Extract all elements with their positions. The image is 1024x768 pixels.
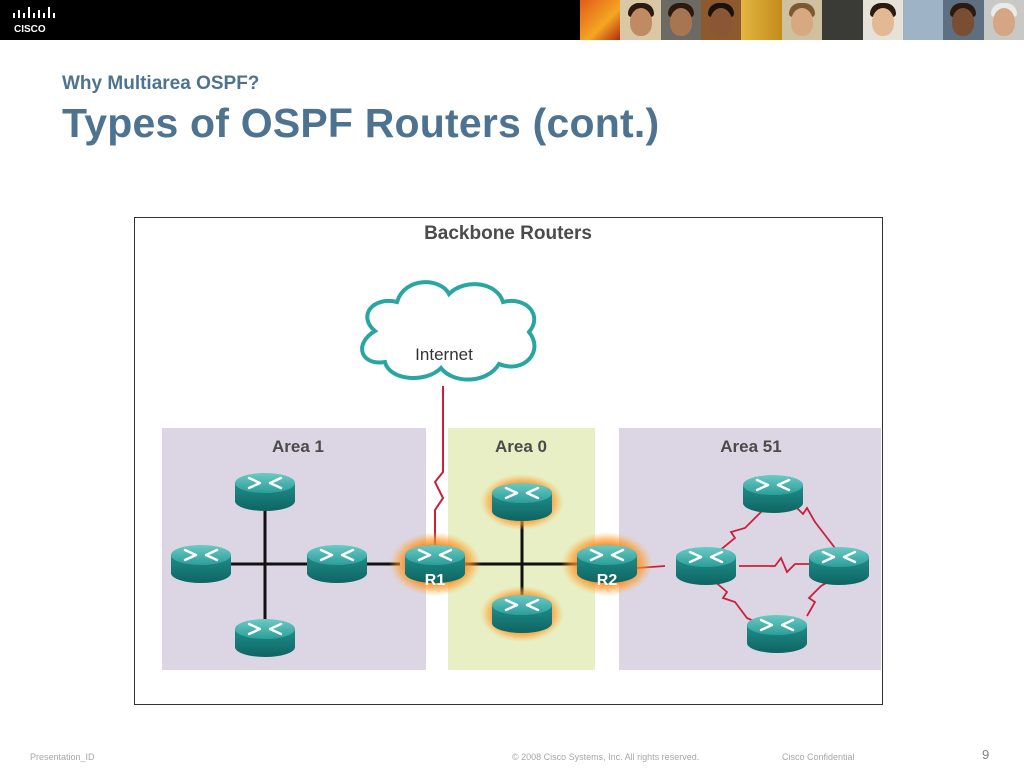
header-photo (580, 0, 621, 40)
area-1-label: Area 1 (272, 437, 324, 456)
area-1-links (203, 486, 400, 642)
area-51-label: Area 51 (720, 437, 781, 456)
area1-right-router (305, 543, 369, 585)
diagram-canvas: Backbone Routers Area 1 Area 0 Area 51 I… (162, 223, 881, 670)
footer-confidential: Cisco Confidential (782, 752, 855, 762)
slide-subtitle: Why Multiarea OSPF? (62, 73, 260, 94)
header-photo (983, 0, 1024, 40)
area1-top-router (233, 471, 297, 513)
area51-top-router (741, 473, 805, 515)
area51-right-router (807, 545, 871, 587)
area-0-label: Area 0 (495, 437, 547, 456)
footer-presentation-id: Presentation_ID (30, 752, 95, 762)
internet-cloud (360, 280, 537, 382)
area51-bottom-router (745, 613, 809, 655)
ospf-diagram: Backbone Routers Area 1 Area 0 Area 51 I… (134, 217, 883, 705)
r2-label: R2 (597, 572, 618, 589)
logo-text: CISCO (14, 24, 46, 34)
area1-left-router (169, 543, 233, 585)
area1-bottom-router (233, 617, 297, 659)
r1-label: R1 (425, 572, 446, 589)
header-photo (620, 0, 661, 40)
cisco-logo: CISCO (13, 7, 55, 34)
header-photo (943, 0, 984, 40)
header-photo (781, 0, 823, 40)
internet-serial-link (433, 386, 445, 548)
header-photo (741, 0, 782, 40)
header-bar: CISCO (0, 0, 1024, 40)
header-photo (902, 0, 944, 40)
header-photo (701, 0, 742, 40)
header-photo (660, 0, 702, 40)
header-photo (862, 0, 903, 40)
internet-label: Internet (415, 345, 473, 364)
slide-title: Types of OSPF Routers (cont.) (62, 100, 660, 146)
diagram-heading: Backbone Routers (424, 223, 592, 244)
header-photo (822, 0, 863, 40)
footer-copyright: © 2008 Cisco Systems, Inc. All rights re… (512, 752, 700, 762)
area0-top-router (490, 481, 554, 523)
photo-strip (580, 0, 1024, 40)
page-number: 9 (982, 747, 990, 762)
area51-left-router (674, 545, 738, 587)
area0-bottom-router (490, 593, 554, 635)
